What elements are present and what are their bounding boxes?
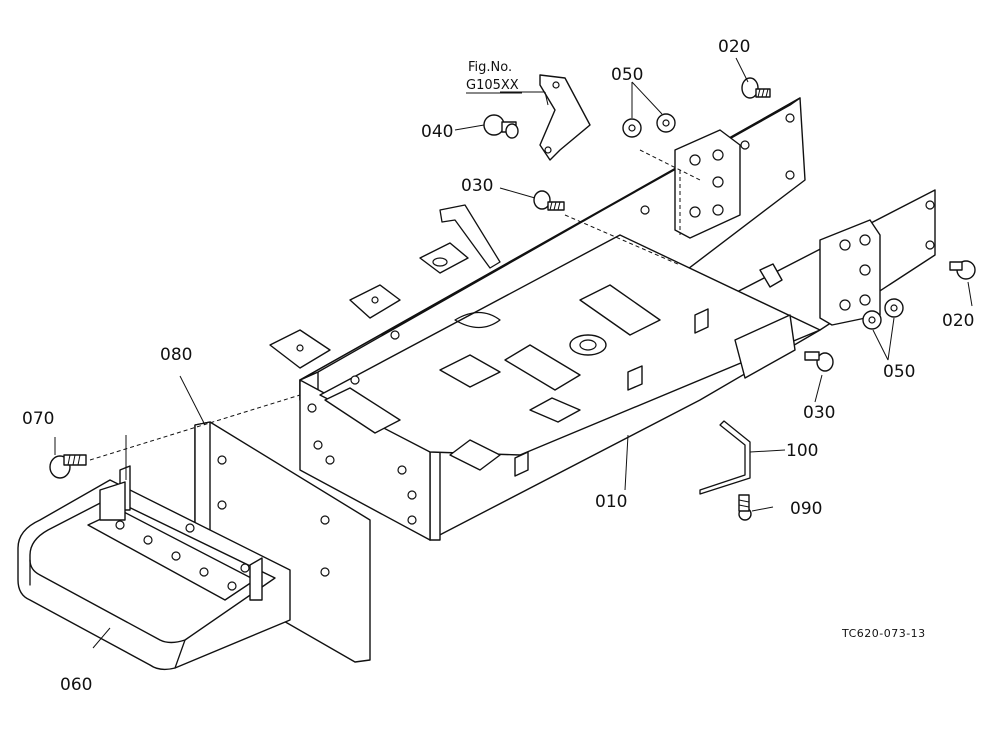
callout-100: 100 <box>786 441 818 461</box>
callout-060: 060 <box>60 675 92 695</box>
bolt-040 <box>483 114 519 139</box>
callout-040: 040 <box>421 122 453 142</box>
rod-100 <box>699 420 751 495</box>
callout-080: 080 <box>160 345 192 365</box>
bolt-070 <box>49 454 87 479</box>
bolt-020-right <box>949 260 976 280</box>
callout-050-top: 050 <box>611 65 643 85</box>
side-plate <box>734 314 796 379</box>
figure-ref-line2: G105XX <box>466 78 519 93</box>
callout-010: 010 <box>595 492 627 512</box>
nuts-050-right <box>862 298 904 330</box>
screw-090 <box>738 494 752 521</box>
callout-030-right: 030 <box>803 403 835 423</box>
bolt-020-top <box>741 77 771 99</box>
referenced-bracket <box>539 74 591 161</box>
mount-plate-left <box>674 129 741 239</box>
callout-030-top: 030 <box>461 176 493 196</box>
step-box-060 <box>17 465 291 671</box>
leader-lines <box>54 57 973 649</box>
callout-090: 090 <box>790 499 822 519</box>
bolt-030-top <box>533 190 565 211</box>
callout-020-right: 020 <box>942 311 974 331</box>
drawing-code: TC620-073-13 <box>841 627 926 640</box>
mount-plate-right <box>819 219 881 326</box>
callout-050-right: 050 <box>883 362 915 382</box>
callout-070: 070 <box>22 409 54 429</box>
bolt-030-right <box>804 351 834 372</box>
figure-ref-line1: Fig.No. <box>468 60 512 75</box>
callout-020-top: 020 <box>718 37 750 57</box>
nuts-050-top <box>622 113 676 138</box>
